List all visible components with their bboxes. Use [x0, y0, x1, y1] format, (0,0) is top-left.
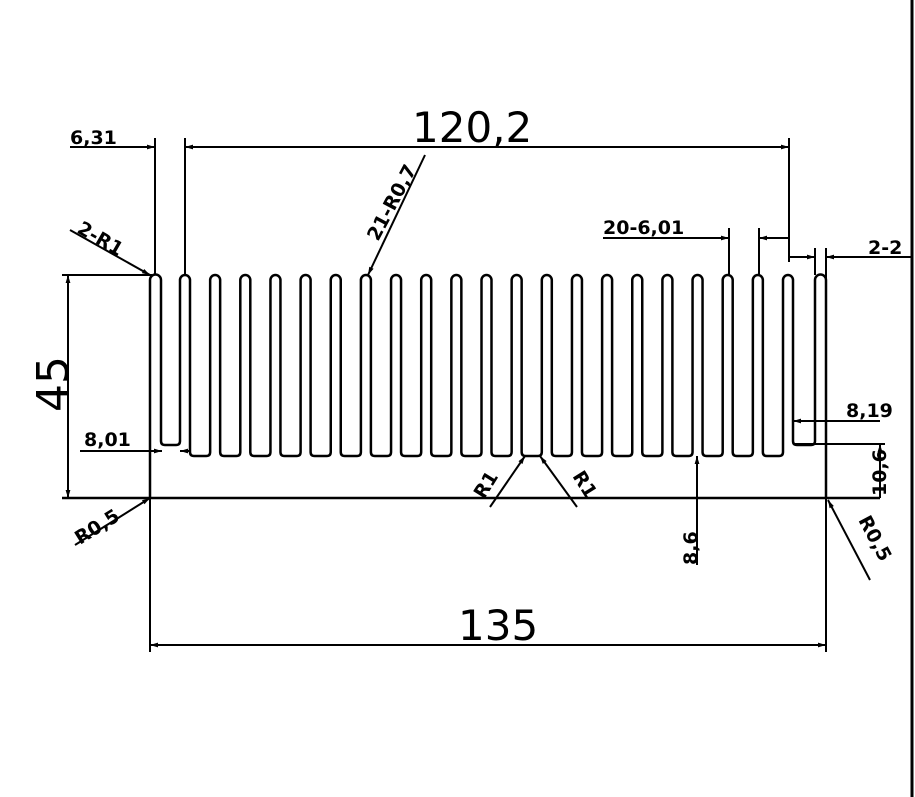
heatsink-profile [148, 273, 828, 498]
dim-overall-width: 135 [458, 601, 538, 650]
dim-height: 45 [28, 356, 79, 412]
dim-outer-fin-gap: 2-2 [868, 237, 902, 259]
dimension-lines [65, 144, 912, 648]
dim-outer-radius: 2-R1 [74, 217, 127, 261]
dim-left-slot: 8,01 [84, 429, 131, 451]
dim-edge-offset: 6,31 [70, 127, 117, 149]
dim-fin-pitch: 20-6,01 [603, 217, 684, 239]
dim-base-thickness: 8,6 [680, 531, 702, 565]
dim-right-base: 10,6 [869, 449, 891, 496]
dim-base-radius-right: R0,5 [854, 512, 896, 565]
dim-base-radius-left: R0,5 [71, 505, 124, 549]
extension-lines [62, 138, 885, 652]
dim-fin-tip-radius: 21-R0,7 [363, 161, 421, 244]
dim-right-slot: 8,19 [846, 400, 893, 422]
dim-fin-span: 120,2 [412, 103, 532, 152]
